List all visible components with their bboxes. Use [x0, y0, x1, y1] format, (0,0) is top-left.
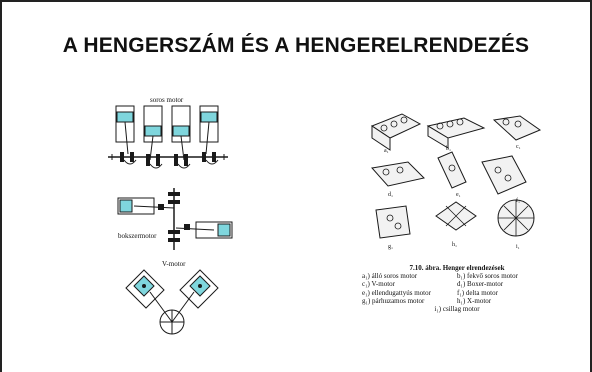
sublabel-e1: e₁: [456, 192, 461, 198]
legend-item: e₁) ellendugattyús motor: [362, 288, 431, 297]
figure-caption: 7.10. ábra. Henger elrendezések a₁) álló…: [362, 264, 552, 313]
legend-item: d₁) Boxer-motor: [457, 280, 504, 289]
sublabel-c1: c₁: [516, 144, 521, 150]
sublabel-f1: f₁: [516, 197, 520, 204]
legend-item: a₁) álló soros motor: [362, 272, 418, 281]
sublabel-i1: i₁: [516, 244, 520, 250]
v-engine-label: V-motor: [162, 260, 186, 268]
legend-item: c₁) V-motor: [362, 280, 395, 289]
legend-item: f₁) delta motor: [457, 288, 498, 297]
inline-engine-label: soros motor: [150, 96, 184, 104]
sublabel-a1: a₁: [384, 148, 389, 154]
legend-row: c₁) V-motor d₁) Boxer-motor: [362, 280, 552, 288]
boxer-engine-label: bokszermotor: [118, 232, 157, 240]
legend-item: g₁) párhuzamos motor: [362, 296, 425, 305]
slide-title: A HENGERSZÁM ÉS A HENGERELRENDEZÉS: [62, 34, 530, 57]
caption-heading: 7.10. ábra. Henger elrendezések: [409, 264, 505, 272]
cylinder-arrangements-figure: a₁ b₁ c₁ d₁ e₁ f₁ g₁ h₁ i₁: [370, 113, 542, 250]
legend-item-last: i₁) csillag motor: [434, 305, 480, 314]
sublabel-d1: d₁: [388, 192, 393, 198]
inline-engine-diagram: soros motor: [108, 96, 228, 169]
sublabel-h1: h₁: [452, 242, 457, 248]
legend-row: g₁) párhuzamos motor h₁) X-motor: [362, 297, 552, 305]
legend-row: a₁) álló soros motor b₁) fekvő soros mot…: [362, 272, 552, 280]
sublabel-b1: b₁: [446, 146, 451, 152]
v-engine-diagram: V-motor: [125, 260, 219, 335]
legend-item: b₁) fekvő soros motor: [457, 272, 518, 281]
sublabel-g1: g₁: [388, 244, 393, 250]
boxer-engine-diagram: bokszermotor: [117, 188, 233, 250]
legend-row: e₁) ellendugattyús motor f₁) delta motor: [362, 289, 552, 297]
legend-item: h₁) X-motor: [457, 296, 492, 305]
